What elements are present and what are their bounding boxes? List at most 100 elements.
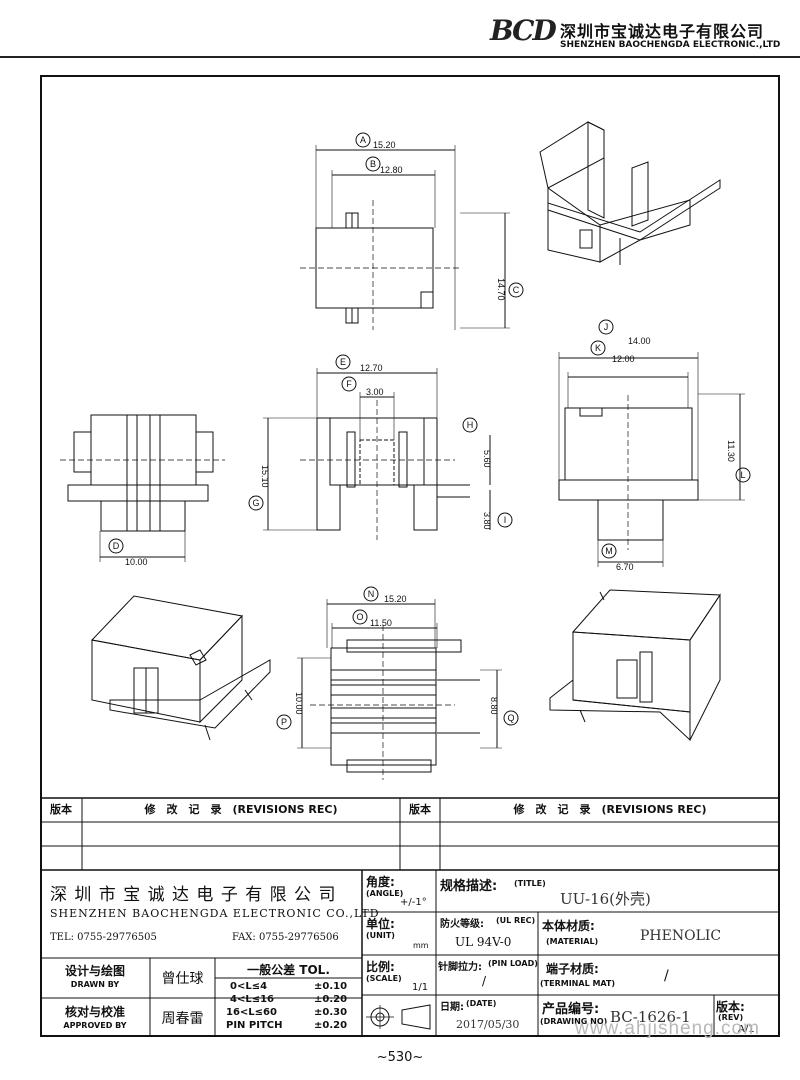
tb-drawing-label-cn: 产品编号: (542, 1002, 600, 1017)
tb-unit-label-en: (UNIT) (366, 931, 395, 940)
dim-front-g: 15.10 (260, 465, 270, 488)
tb-fire-value: UL 94V-0 (455, 935, 512, 949)
dim-bottom-q: 8.80 (489, 697, 499, 715)
label-e: E (340, 357, 346, 367)
tb-tol-range-1: 4<L≤16 (230, 994, 275, 1005)
tb-drawn-value: 曾仕球 (161, 971, 204, 987)
dim-front-h: 5.60 (482, 450, 492, 468)
title-block-grid (40, 870, 780, 1037)
tb-drawing-label-en: (DRAWING NO) (540, 1017, 608, 1026)
tb-title-label-cn: 规格描述: (440, 879, 498, 894)
tb-angle-label-en: (ANGLE) (366, 889, 404, 898)
tb-tel: TEL: 0755-29776505 (50, 932, 157, 943)
drawing-frame (40, 75, 780, 1037)
iso-view-bottom-left (91, 595, 271, 741)
tb-drawn-label-cn: 设计与绘图 (64, 964, 125, 978)
side-view-left (60, 414, 225, 562)
tb-date-label-cn: 日期: (440, 1002, 464, 1013)
tb-tol-range-0: 0<L≤4 (230, 981, 268, 992)
dim-top-c: 14.70 (496, 278, 506, 301)
header-divider (0, 56, 800, 58)
tb-tol-value-2: ±0.30 (314, 1007, 348, 1018)
tb-drawing-value: BC-1626-1 (610, 1008, 691, 1026)
label-m: M (605, 546, 613, 556)
header-logo-block: BCD 深圳市宝诚达电子有限公司 SHENZHEN BAOCHENGDA ELE… (490, 14, 790, 54)
label-q: Q (507, 713, 514, 723)
label-j: J (604, 322, 609, 332)
tb-angle-label-cn: 角度: (366, 875, 395, 889)
tb-unit-value: mm (413, 941, 429, 950)
company-logo: BCD (490, 14, 557, 47)
dim-side-right-j: 14.00 (628, 336, 651, 346)
dim-side-right-k: 12.00 (612, 354, 635, 364)
rev-col2-label: 修 改 记 录 (REVISIONS REC) (144, 803, 338, 816)
tb-pinload-label-cn: 针脚拉力: (438, 962, 482, 973)
rev-col1-label: 版本 (50, 803, 72, 816)
tb-rev-label-cn: 版本: (716, 1000, 745, 1014)
dim-bottom-o: 11.50 (370, 618, 392, 628)
tb-tol-value-1: ±0.20 (314, 994, 348, 1005)
tb-terminal-label-cn: 端子材质: (546, 962, 599, 976)
tb-drawn-label-en: DRAWN BY (70, 980, 120, 989)
tb-tol-range-3: PIN PITCH (226, 1020, 283, 1031)
tb-unit-label-cn: 单位: (366, 917, 395, 931)
tb-company-en: SHENZHEN BAOCHENGDA ELECTRONIC CO.,LTD (50, 907, 380, 920)
tb-material-label-en: (MATERIAL) (546, 937, 599, 946)
tb-terminal-label-en: (TERMINAL MAT) (540, 979, 616, 988)
tb-tol-range-2: 16<L≤60 (226, 1007, 277, 1018)
dim-top-a: 15.20 (373, 140, 396, 150)
iso-view-top-right (539, 121, 721, 265)
dim-front-f: 3.00 (366, 387, 384, 397)
dim-side-right-l: 11.30 (726, 440, 736, 462)
label-p: P (281, 717, 287, 727)
tb-approved-label-en: APPROVED BY (63, 1021, 127, 1030)
tb-company-cn: 深 圳 市 宝 诚 达 电 子 有 限 公 司 (50, 885, 337, 905)
tb-title-value: UU-16(外壳) (560, 890, 651, 908)
dim-front-i: 3.80 (482, 512, 492, 530)
tb-terminal-value: / (664, 968, 669, 984)
dim-bottom-n: 15.20 (384, 594, 407, 604)
dim-side-right-m: 6.70 (616, 562, 634, 572)
tb-approved-value: 周春雷 (161, 1011, 204, 1027)
label-o: O (356, 612, 363, 622)
dim-side-left-d: 10.00 (125, 557, 148, 567)
tb-rev-label-en: (REV) (718, 1013, 744, 1022)
label-a: A (360, 135, 366, 145)
label-l: L (740, 470, 745, 480)
front-view (248, 354, 513, 540)
tb-date-label-en: (DATE) (466, 999, 497, 1008)
tb-scale-value: 1/1 (412, 982, 429, 993)
dim-top-b: 12.80 (380, 165, 403, 175)
tb-fire-label-cn: 防火等级: (440, 919, 484, 930)
tb-tol-value-3: ±0.20 (314, 1020, 348, 1031)
iso-view-bottom-right (549, 589, 721, 742)
dim-front-e: 12.70 (360, 363, 383, 373)
label-c: C (513, 285, 520, 295)
tb-title-label-en: (TITLE) (514, 879, 546, 888)
tb-rev-value: A/1 (738, 1024, 755, 1035)
tb-tol-value-0: ±0.10 (314, 981, 348, 992)
dim-bottom-p: 10.00 (294, 692, 304, 715)
label-i: I (504, 515, 507, 525)
side-view-right (558, 319, 751, 567)
tb-approved-label-cn: 核对与校准 (64, 1005, 125, 1019)
revisions-table (40, 797, 780, 871)
label-f: F (346, 379, 352, 389)
tb-material-value: PHENOLIC (640, 928, 722, 944)
tb-tol-title: 一般公差 TOL. (247, 963, 330, 977)
tb-scale-label-cn: 比例: (366, 960, 395, 974)
tb-angle-value: +/-1° (400, 897, 427, 908)
header-company-en: SHENZHEN BAOCHENGDA ELECTRONIC.,LTD (560, 40, 781, 50)
tb-date-value: 2017/05/30 (456, 1018, 520, 1031)
bottom-view (276, 586, 519, 780)
header-company-cn: 深圳市宝诚达电子有限公司 (560, 22, 765, 41)
page-number: ~530~ (376, 1050, 424, 1065)
rev-col3-label: 版本 (409, 803, 431, 816)
top-view (300, 132, 524, 330)
label-g: G (252, 498, 259, 508)
label-k: K (595, 343, 601, 353)
tb-fire-label-en: (UL REC) (496, 916, 536, 925)
watermark-url: www.ahjisheng.com (575, 1018, 760, 1039)
tb-fax: FAX: 0755-29776506 (232, 932, 339, 943)
